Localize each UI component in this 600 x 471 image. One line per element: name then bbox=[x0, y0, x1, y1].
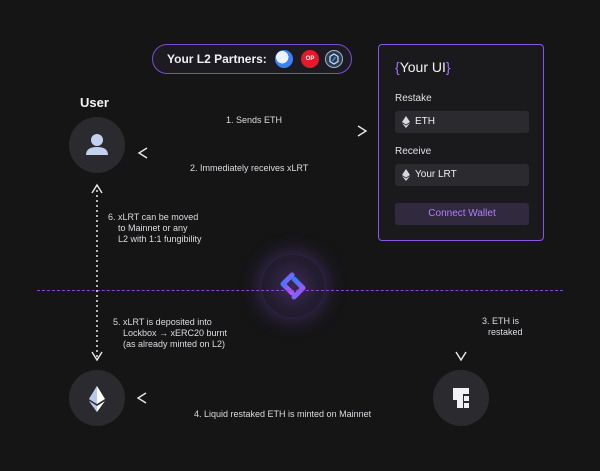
receive-field[interactable]: Your LRT bbox=[395, 164, 529, 186]
op-logo-text: OP bbox=[305, 56, 315, 62]
restake-value: ETH bbox=[415, 116, 435, 127]
user-icon bbox=[86, 134, 108, 155]
arrow-minted-on-mainnet bbox=[136, 392, 425, 404]
restake-label: Restake bbox=[395, 93, 432, 104]
card-title: {Your UI} bbox=[395, 59, 451, 75]
step-2-label: 2. Immediately receives xLRT bbox=[190, 163, 309, 173]
bridge-logo bbox=[262, 255, 324, 317]
ethereum-node bbox=[69, 370, 125, 426]
connect-wallet-button[interactable]: Connect Wallet bbox=[395, 203, 529, 225]
arrow-receives-xlrt bbox=[137, 147, 360, 159]
receive-label: Receive bbox=[395, 146, 432, 157]
receive-value: Your LRT bbox=[415, 169, 457, 180]
protocol-logo-icon bbox=[453, 388, 469, 408]
ethereum-icon bbox=[89, 386, 105, 412]
arrow-eth-restaked bbox=[455, 252, 467, 362]
blue-ring-logo-icon bbox=[275, 50, 293, 68]
user-node bbox=[69, 117, 125, 173]
protocol-node bbox=[433, 370, 489, 426]
restake-field[interactable]: ETH bbox=[395, 111, 529, 133]
l2-partners-pill: Your L2 Partners: OP bbox=[152, 44, 352, 74]
l2-mainnet-divider bbox=[37, 290, 563, 291]
your-ui-card: {Your UI} Restake ETH Receive Your LRT C… bbox=[378, 44, 544, 241]
l2-partners-label: Your L2 Partners: bbox=[167, 52, 267, 66]
user-label: User bbox=[80, 95, 109, 110]
step-1-label: 1. Sends ETH bbox=[226, 115, 283, 125]
eth-icon bbox=[402, 169, 410, 181]
step-4-label: 4. Liquid restaked ETH is minted on Main… bbox=[194, 409, 372, 419]
arrow-sends-eth bbox=[145, 125, 368, 137]
arbitrum-logo-icon bbox=[325, 50, 343, 68]
eth-icon bbox=[402, 116, 410, 128]
op-logo-icon: OP bbox=[301, 50, 319, 68]
arrow-bidirectional-dotted bbox=[91, 183, 103, 362]
